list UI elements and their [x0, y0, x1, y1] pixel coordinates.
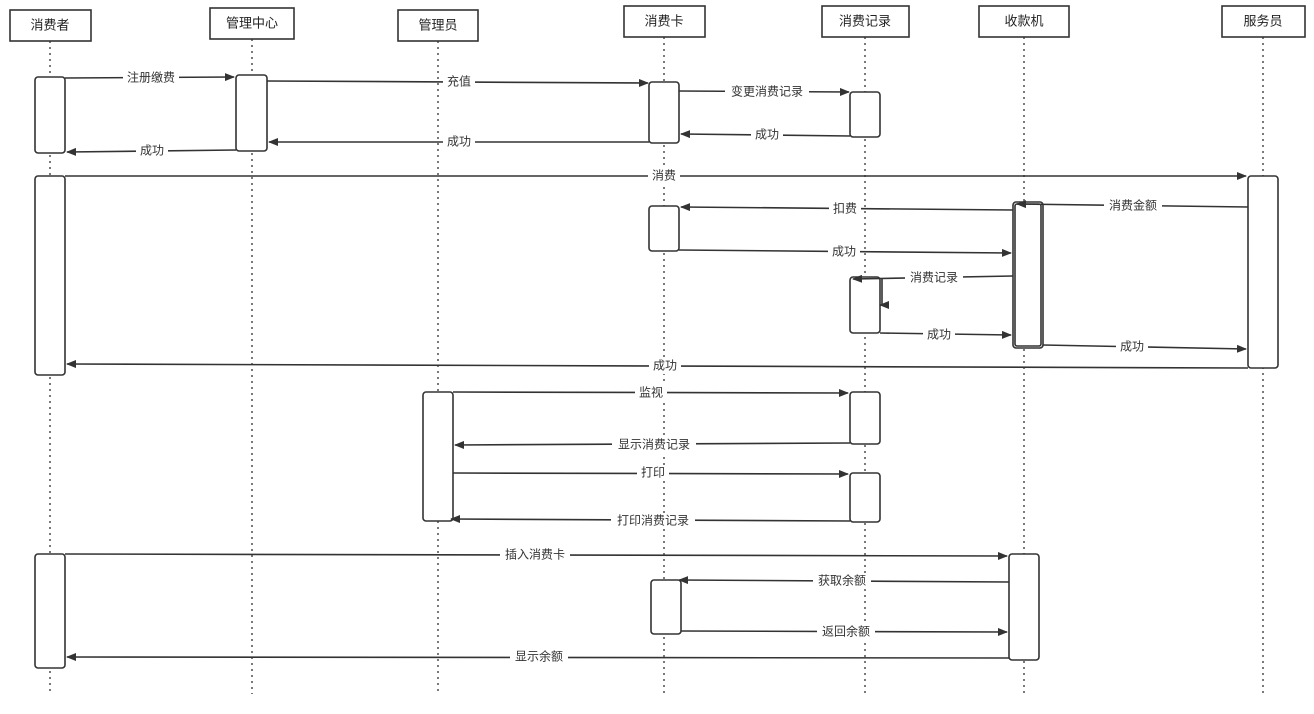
message-label: 成功 [832, 245, 856, 259]
message-arrow: 返回余额 [680, 624, 1008, 640]
activation-bar [650, 579, 682, 635]
message-arrow: 消费金额 [1016, 198, 1249, 214]
message-label: 充值 [447, 74, 471, 89]
message-label: 扣费 [833, 202, 857, 216]
messages: 注册缴费 充值 变更消费记录 成功 成功 成功 [64, 70, 1249, 665]
message-arrow: 打印消费记录 [450, 513, 851, 529]
actor-card: 消费卡 [623, 5, 706, 38]
message-arrow: 充值 [266, 74, 649, 90]
message-arrow: 插入消费卡 [64, 547, 1008, 563]
message-arrow: 扣费 [680, 201, 1014, 217]
message-arrow: 成功 [1042, 339, 1247, 355]
message-arrow: 成功 [66, 143, 237, 159]
actor-record: 消费记录 [821, 5, 910, 38]
message-arrow: 打印 [452, 465, 849, 481]
message-label: 成功 [447, 135, 471, 149]
actor-clerk-label: 服务员 [1243, 14, 1282, 30]
message-label: 消费 [652, 169, 676, 183]
activation-bar [849, 91, 881, 138]
message-arrow: 变更消费记录 [678, 84, 850, 100]
message-label: 消费记录 [910, 271, 958, 285]
activation-bar [34, 553, 66, 669]
message-arrow: 成功 [66, 358, 1249, 374]
activation-bar [849, 276, 881, 334]
message-label: 成功 [653, 359, 677, 373]
actors: 消费者 管理中心 管理员 消费卡 消费记录 收款机 服务员 [9, 5, 1306, 42]
message-arrow: 消费 [65, 168, 1247, 184]
message-label: 获取余额 [818, 573, 866, 588]
activation-bar [849, 391, 881, 445]
activation-bar [1008, 553, 1040, 661]
activation-bar [648, 205, 680, 252]
message-label: 打印消费记录 [617, 514, 689, 528]
activation-bar [34, 76, 66, 154]
activation-bar [34, 175, 66, 376]
message-label: 注册缴费 [127, 70, 175, 85]
actor-record-label: 消费记录 [839, 15, 891, 30]
actor-register-label: 收款机 [1004, 15, 1043, 30]
message-label: 显示余额 [515, 649, 563, 664]
actor-register: 收款机 [978, 5, 1070, 38]
message-label: 消费金额 [1109, 198, 1157, 213]
message-label: 打印 [641, 466, 665, 480]
message-label: 成功 [927, 328, 951, 342]
actor-consumer: 消费者 [9, 9, 92, 42]
actor-center: 管理中心 [209, 7, 295, 40]
message-label: 插入消费卡 [505, 548, 565, 562]
activations [34, 74, 1279, 669]
activation-bar [849, 472, 881, 523]
actor-center-label: 管理中心 [226, 17, 278, 32]
message-arrow: 显示余额 [66, 649, 1010, 665]
message-label: 显示消费记录 [618, 438, 690, 452]
message-arrow: 显示消费记录 [454, 437, 851, 453]
message-arrow: 成功 [268, 134, 649, 150]
activation-bar [1014, 203, 1042, 347]
message-label: 成功 [755, 128, 779, 142]
actor-clerk: 服务员 [1221, 5, 1306, 38]
message-arrow: 注册缴费 [64, 70, 235, 86]
message-arrow: 成功 [678, 244, 1012, 260]
activation-bar [422, 391, 454, 522]
message-arrow: 监视 [452, 385, 849, 401]
activation-bar [235, 74, 268, 152]
message-label: 成功 [1120, 340, 1144, 354]
actor-admin-label: 管理员 [418, 19, 457, 34]
message-arrow: 成功 [879, 327, 1012, 343]
activation-bar [648, 81, 680, 144]
message-label: 成功 [140, 144, 164, 158]
message-arrow: 成功 [680, 127, 851, 143]
message-arrow: 消费记录 [852, 270, 1014, 309]
actor-card-label: 消费卡 [644, 15, 683, 30]
actor-consumer-label: 消费者 [30, 19, 69, 34]
message-label: 监视 [639, 385, 663, 400]
message-label: 返回余额 [822, 624, 870, 639]
message-label: 变更消费记录 [731, 84, 803, 99]
message-arrow: 获取余额 [678, 573, 1010, 589]
actor-admin: 管理员 [397, 9, 479, 42]
activation-bar [1247, 175, 1279, 369]
